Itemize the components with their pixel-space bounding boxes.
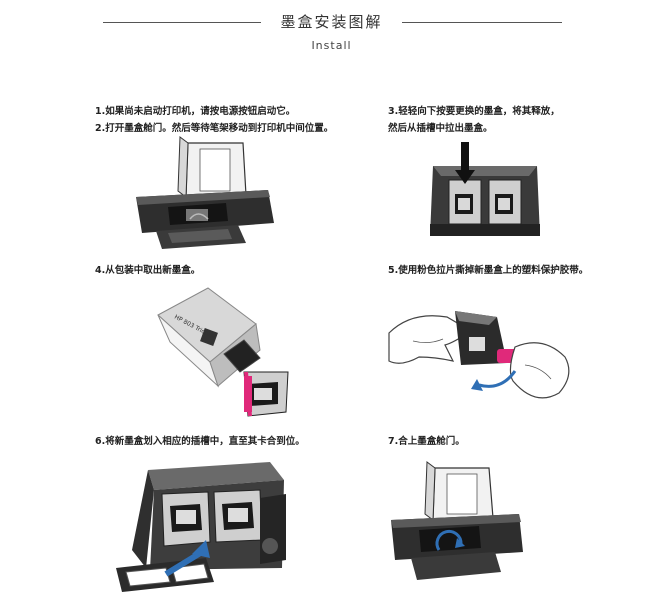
step-7-text: 7.合上墨盒舱门。 [388,436,465,447]
header-rule-right [402,22,562,23]
step-2-text: 2.打开墨盒舱门。然后等待笔架移动到打印机中间位置。 [95,123,334,134]
page-title: 墨盒安装图解 [280,13,383,31]
unpack-cartridge-illustration: HP 803 Tricolor [148,280,303,430]
insert-cartridge-illustration [110,450,310,595]
page-subtitle: Install [311,39,352,52]
close-door-illustration [385,460,530,590]
step-3-text-line2: 然后从插槽中拉出墨盒。 [388,123,493,134]
step-1-text: 1.如果尚未启动打印机，请按电源按钮启动它。 [95,106,296,117]
step-6-text: 6.将新墨盒划入相应的插槽中，直至其卡合到位。 [95,436,305,447]
printer-open-illustration [128,135,283,250]
press-cartridge-illustration [425,138,545,243]
header-rule-left [103,22,261,23]
step-4-text: 4.从包装中取出新墨盒。 [95,265,201,276]
step-5-text: 5.使用粉色拉片撕掉新墨盒上的塑料保护胶带。 [388,265,589,276]
remove-tape-illustration [385,285,580,415]
step-3-text-line1: 3.轻轻向下按要更换的墨盒，将其释放， [388,106,560,117]
